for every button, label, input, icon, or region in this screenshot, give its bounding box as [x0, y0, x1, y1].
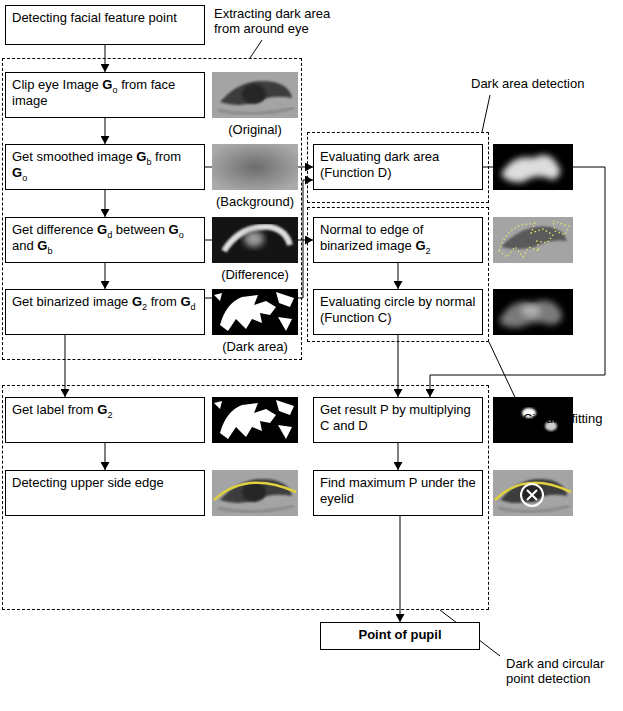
box-text: Get smoothed image Gb from Go [12, 149, 198, 181]
binarized-image [212, 289, 298, 335]
function-d-image [493, 144, 573, 190]
flow-arrow [398, 263, 399, 289]
process-box: Evaluating dark area (Function D) [313, 144, 483, 190]
process-box: Normal to edge of binarized image G2 [313, 217, 483, 263]
pupil-cross [527, 490, 537, 500]
process-box: Evaluating circle by normal (Function C) [313, 289, 483, 335]
box-text: Find maximum P under the eyelid [320, 475, 476, 507]
label-image [212, 397, 298, 443]
box-text: Point of pupil [325, 627, 475, 643]
box-text: Evaluating dark area (Function D) [320, 149, 476, 181]
box-text: Get result P by multiplying C and D [320, 402, 476, 434]
process-box: Clip eye Image Go from face image [5, 72, 205, 118]
flow-arrow [398, 335, 399, 397]
flow-arrow [105, 443, 106, 470]
flow-arrow [105, 263, 106, 289]
group-region: Dark and circular point detectionGet lab… [2, 385, 489, 610]
process-box: Detecting facial feature point [5, 5, 205, 45]
process-box: Get smoothed image Gb from Go [5, 144, 205, 190]
group-region: Extracting dark area from around eyeClip… [2, 58, 302, 360]
flow-arrow [398, 443, 399, 470]
image-caption: (Dark area) [212, 339, 298, 354]
group-label: Circular fitting [523, 411, 623, 426]
background-image [212, 144, 298, 190]
flow-arrow [105, 118, 106, 144]
flow-arrow [105, 190, 106, 217]
original-eye-image [212, 72, 298, 118]
image-caption: (Original) [212, 122, 298, 137]
group-label: Extracting dark area from around eye [214, 6, 354, 36]
edge-normal-image [493, 217, 573, 263]
flow-arrow [400, 516, 401, 622]
flow-arrow [65, 335, 66, 397]
image-caption: (Difference) [212, 267, 298, 282]
upper-edge-image [212, 470, 298, 516]
eyelid-curve [495, 483, 571, 500]
eye-thumbnails [212, 72, 573, 516]
group-region: Circular fittingNormal to edge of binari… [307, 207, 489, 342]
box-text: Detecting upper side edge [12, 475, 198, 491]
leader-line [482, 95, 490, 132]
process-box: Find maximum P under the eyelid [313, 470, 483, 516]
box-text: Clip eye Image Go from face image [12, 77, 198, 109]
process-box: Detecting upper side edge [5, 470, 205, 516]
flow-arrow [205, 180, 313, 298]
box-text: Get binarized image G2 from Gd [12, 294, 198, 310]
box-text: Get difference Gd between Go and Gb [12, 222, 198, 254]
leader-line [250, 40, 262, 58]
group-label: Dark and circular point detection [506, 656, 620, 686]
image-caption: (Background) [212, 194, 298, 209]
box-text: Evaluating circle by normal (Function C) [320, 294, 476, 326]
box-text: Normal to edge of binarized image G2 [320, 222, 476, 254]
flow-arrow [430, 167, 605, 397]
process-box: Get difference Gd between Go and Gb [5, 217, 205, 263]
box-text: Detecting facial feature point [12, 10, 198, 26]
leader-line [489, 342, 520, 408]
process-box: Get label from G2 [5, 397, 205, 443]
difference-image [212, 217, 298, 263]
group-region: Dark area detectionEvaluating dark area … [307, 132, 489, 203]
eyelid-curve [214, 483, 296, 500]
function-c-image [493, 289, 573, 335]
group-label: Dark area detection [471, 76, 601, 91]
pupil-circle [521, 484, 543, 506]
process-box: Get binarized image G2 from Gd [5, 289, 205, 335]
pupil-result-image [493, 470, 573, 516]
leader-lines [250, 40, 520, 656]
process-box: Get result P by multiplying C and D [313, 397, 483, 443]
process-box: Point of pupil [320, 622, 480, 650]
box-text: Get label from G2 [12, 402, 198, 418]
